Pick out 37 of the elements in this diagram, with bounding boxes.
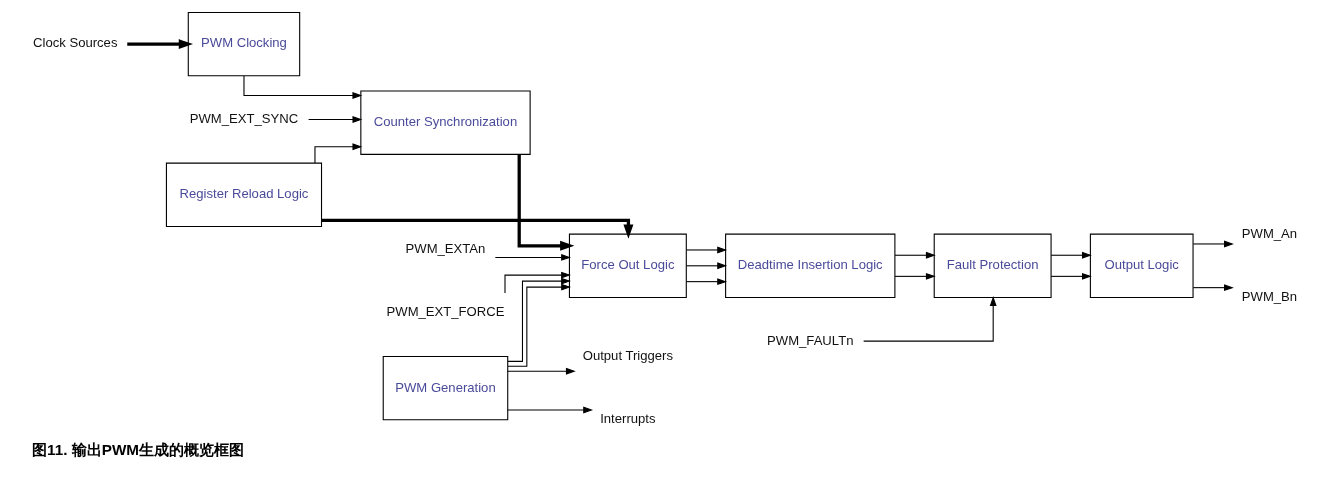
node-box: PWM Clocking (187, 11, 300, 77)
arrow (321, 218, 633, 239)
arrow (1050, 272, 1092, 280)
arrow (862, 296, 997, 342)
arrow (126, 39, 193, 50)
node-box: Force Out Logic (568, 233, 687, 299)
node-text: PWM_An (1241, 225, 1297, 241)
arrow (503, 271, 571, 294)
node-text: PWM_FAULTn (766, 332, 853, 348)
node-box: Register Reload Logic (165, 162, 322, 228)
arrow (506, 406, 593, 414)
arrow (685, 262, 727, 270)
node-box: PWM Generation (382, 355, 508, 421)
arrow (894, 251, 936, 259)
arrow (685, 246, 727, 254)
arrow (1192, 284, 1234, 292)
node-box: Output Logic (1089, 233, 1194, 299)
node-box: Counter Synchronization (359, 90, 531, 155)
node-text: PWM_EXTAn (405, 240, 485, 256)
arrow (1050, 251, 1092, 259)
caption: 图11. 输出PWM生成的概览框图 (31, 440, 244, 458)
node-text: PWM_Bn (1241, 288, 1297, 304)
arrow (685, 278, 727, 286)
node-box: Fault Protection (933, 233, 1052, 299)
node-text: Clock Sources (32, 35, 117, 51)
arrow (1192, 240, 1234, 248)
node-text: PWM_EXT_SYNC (189, 110, 298, 126)
arrow (242, 75, 362, 99)
arrow (494, 254, 571, 261)
arrow (517, 154, 574, 251)
node-text: Interrupts (599, 411, 656, 427)
node-text: Output Triggers (582, 347, 673, 363)
arrow (307, 116, 362, 123)
arrow (506, 367, 576, 375)
node-text: PWM_EXT_FORCE (386, 304, 504, 320)
node-box: Deadtime Insertion Logic (724, 233, 895, 299)
arrow (894, 272, 936, 280)
